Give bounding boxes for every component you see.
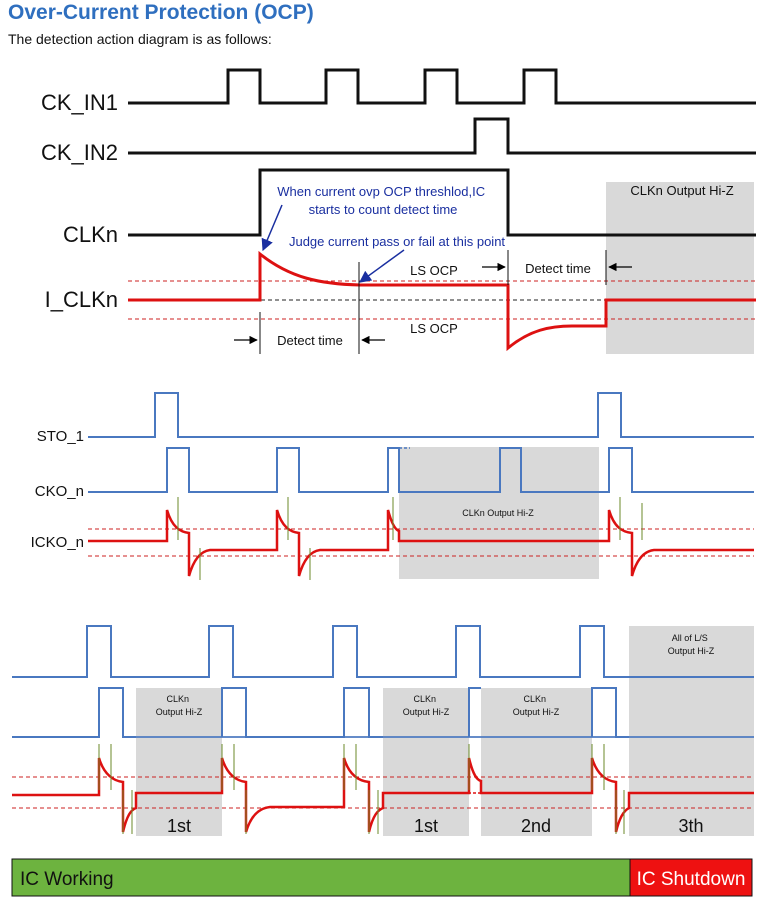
detect-time-left: Detect time <box>277 333 343 348</box>
timing-arrows <box>234 262 632 345</box>
hiz-label-3c: CLKn Output Hi-Z <box>513 694 560 717</box>
label-clkn: CLKn <box>63 222 118 247</box>
label-sto: STO_1 <box>37 428 84 445</box>
hiz-region-3b <box>383 688 469 836</box>
i-clkn-waveform <box>128 250 756 352</box>
page-title: Over-Current Protection (OCP) <box>8 1 314 24</box>
status-shutdown <box>629 858 753 897</box>
clk-waveform-3 <box>12 625 754 678</box>
page-subtitle: The detection action diagram is as follo… <box>8 31 272 47</box>
hiz-label: CLKn Output Hi-Z <box>630 183 733 198</box>
hiz-region-3d <box>629 626 754 836</box>
ticks-3 <box>98 744 625 834</box>
hiz-label-3d: All of L/S Output Hi-Z <box>668 633 715 656</box>
hiz-region-3a <box>136 688 222 836</box>
timing-markers <box>259 250 607 354</box>
count-1st-b: 1st <box>414 816 438 836</box>
sto-waveform <box>88 392 754 438</box>
hiz-region-3c <box>481 688 592 836</box>
hiz-label-2: CLKn Output Hi-Z <box>462 508 534 518</box>
note-count: When current ovp OCP threshlod,IC starts… <box>277 184 488 217</box>
ck-in2-waveform <box>128 117 756 155</box>
cko-hiz-dashed <box>399 447 500 493</box>
hiz-label-3a: CLKn Output Hi-Z <box>156 694 203 717</box>
status-shutdown-label: IC Shutdown <box>637 869 746 890</box>
status-working-label: IC Working <box>20 869 114 890</box>
detect-time-right: Detect time <box>525 261 591 276</box>
label-i-clkn: I_CLKn <box>45 287 118 312</box>
count-2nd: 2nd <box>521 816 551 836</box>
note-judge-arrow <box>359 249 405 283</box>
clkn-waveform <box>128 168 756 237</box>
label-icko: ICKO_n <box>31 534 84 551</box>
note-judge: Judge current pass or fail at this point <box>289 234 505 249</box>
ticks-2 <box>177 497 643 580</box>
hiz-region <box>606 182 754 354</box>
count-3th: 3th <box>678 816 703 836</box>
section3-counting: CLKn Output Hi-Z CLKn Output Hi-Z CLKn O… <box>12 625 754 836</box>
ls-ocp-upper: LS OCP <box>410 263 458 278</box>
cko-waveform <box>88 447 754 493</box>
section1-detection: CLKn Output Hi-Z CK_IN1 CK_IN2 CLKn I_CL… <box>41 68 756 354</box>
count-1st-a: 1st <box>167 816 191 836</box>
section2-cko: CLKn Output Hi-Z STO_1 CKO_n ICKO_n <box>31 392 754 580</box>
label-cko: CKO_n <box>35 483 84 500</box>
label-ck-in2: CK_IN2 <box>41 140 118 165</box>
status-bar: IC Working IC Shutdown <box>11 858 753 897</box>
label-ck-in1: CK_IN1 <box>41 90 118 115</box>
status-working <box>11 858 631 897</box>
hiz-label-3b: CLKn Output Hi-Z <box>403 694 450 717</box>
ck-in1-waveform <box>128 68 756 105</box>
ls-ocp-lower: LS OCP <box>410 321 458 336</box>
note-count-arrow <box>261 204 283 252</box>
